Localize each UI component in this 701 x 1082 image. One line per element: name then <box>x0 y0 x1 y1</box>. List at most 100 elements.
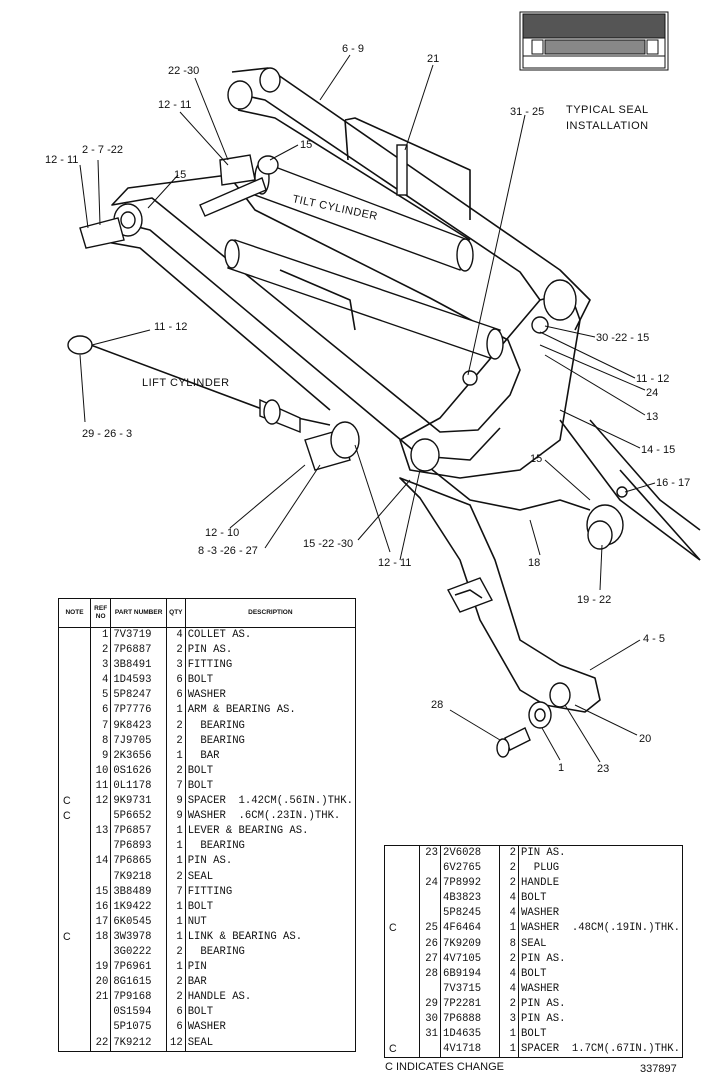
cell-ref: 8 <box>90 733 112 749</box>
cell-desc: PIN AS. <box>521 952 566 965</box>
callout-21: 21 <box>427 53 439 65</box>
callout-labels: 6 - 9 21 22 -30 12 - 11 15 12 - 11 2 - 7… <box>45 43 690 775</box>
cell-qty: 2 <box>499 951 519 967</box>
cell-note: C <box>58 794 92 810</box>
cell-note <box>58 884 92 900</box>
cell-ref <box>90 944 112 961</box>
cell-qty: 6 <box>166 1020 186 1036</box>
cell-note <box>58 854 92 870</box>
cell-ref: 6 <box>90 703 112 719</box>
cell-note <box>384 1027 420 1043</box>
cell-ref: 13 <box>90 824 112 840</box>
cell-qty: 1 <box>166 899 186 915</box>
cell-note <box>58 703 92 719</box>
cell-note <box>384 845 420 862</box>
cell-desc: BOLT <box>187 674 214 687</box>
cell-qty: 2 <box>166 990 186 1006</box>
cell-ref: 25 <box>419 921 441 937</box>
cell-desc: SEAL <box>187 1036 214 1049</box>
seal-inset <box>519 11 669 71</box>
cell-qty: 4 <box>499 891 519 907</box>
callout-1: 1 <box>558 762 564 774</box>
cell-qty: 1 <box>166 914 186 930</box>
cell-desc: PIN AS. <box>521 847 566 859</box>
header-note: NOTE <box>57 598 92 628</box>
cell-qty: 2 <box>166 643 186 659</box>
cell-ref: 12 <box>90 794 112 810</box>
cell-note <box>58 733 92 749</box>
callout-14-15: 14 - 15 <box>641 444 675 456</box>
cell-ref: 7 <box>90 718 112 734</box>
cell-qty: 9 <box>166 809 186 825</box>
cell-desc: FITTING <box>187 659 233 672</box>
cell-desc: PIN AS. <box>187 644 233 657</box>
cell-desc: WASHER .6CM(.23IN.)THK. <box>187 810 341 823</box>
cell-ref <box>419 906 441 922</box>
cell-ref <box>90 809 112 825</box>
cell-qty: 6 <box>166 1005 186 1021</box>
cell-desc: PIN AS. <box>187 855 233 868</box>
cell-note <box>58 990 92 1006</box>
cell-part: 4V7105 <box>440 951 500 967</box>
parts-table-left: NOTE REF NO PART NUMBER QTY DESCRIPTION … <box>57 598 357 1052</box>
cell-ref: 15 <box>90 884 112 900</box>
cell-ref <box>90 1020 112 1036</box>
cell-qty: 2 <box>166 869 186 885</box>
tilt-cylinder <box>199 117 474 272</box>
cell-note <box>58 763 92 779</box>
cell-part: 4B3823 <box>440 891 500 907</box>
cell-ref: 18 <box>90 929 112 945</box>
cell-qty: 6 <box>166 673 186 689</box>
cell-ref <box>419 861 441 877</box>
cell-desc: WASHER <box>521 982 560 995</box>
cell-part: 1D4635 <box>440 1027 500 1043</box>
cell-note <box>384 981 420 997</box>
callout-16-17: 16 - 17 <box>656 477 690 489</box>
cell-desc: BOLT <box>187 764 214 777</box>
cell-qty: 2 <box>166 733 186 749</box>
cell-part: 6K0545 <box>110 914 167 930</box>
cell-part: 3B8489 <box>110 884 167 900</box>
cell-part: 7P6961 <box>110 960 167 976</box>
cell-desc: BEARING <box>187 945 245 958</box>
cell-desc: FITTING <box>187 885 233 898</box>
callout-19-22: 19 - 22 <box>577 594 611 606</box>
cell-note: C <box>58 929 92 945</box>
cell-desc: BOLT <box>521 967 547 980</box>
cell-qty: 3 <box>499 1012 519 1028</box>
cell-note <box>58 627 92 644</box>
cell-note <box>384 936 420 952</box>
cell-qty: 1 <box>166 824 186 840</box>
cell-part: 7P6857 <box>110 824 167 840</box>
cell-desc: LINK & BEARING AS. <box>187 930 303 943</box>
cell-part: 7P6865 <box>110 854 167 870</box>
cell-desc: PIN AS. <box>521 997 566 1010</box>
cell-ref: 17 <box>90 914 112 930</box>
cell-part: 7V3719 <box>110 627 167 644</box>
header-qty: QTY <box>165 598 186 628</box>
callout-24: 24 <box>646 387 658 399</box>
cell-note <box>58 688 92 704</box>
cell-ref: 9 <box>90 748 112 764</box>
cell-desc: NUT <box>187 915 207 928</box>
cell-desc: SPACER 1.7CM(.67IN.)THK. <box>521 1043 680 1056</box>
cell-note <box>384 966 420 982</box>
cell-desc: ARM & BEARING AS. <box>187 704 296 717</box>
cell-qty: 4 <box>499 906 519 922</box>
